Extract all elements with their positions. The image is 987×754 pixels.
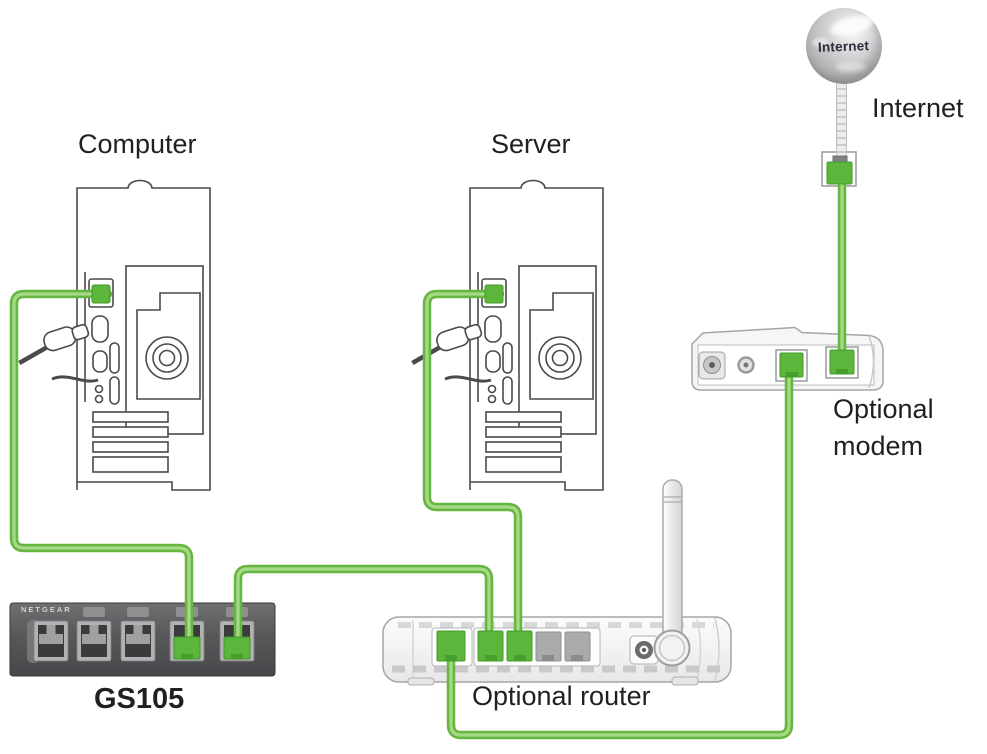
modem-label: Optional modem bbox=[833, 391, 973, 465]
globe-highlight-bottom bbox=[836, 62, 866, 72]
cables bbox=[9, 171, 847, 740]
internet-globe-icon: Internet bbox=[806, 8, 882, 84]
switch-port-2 bbox=[76, 620, 112, 662]
computer-ethernet-plug bbox=[91, 284, 111, 304]
modem-label-line2: modem bbox=[833, 431, 924, 461]
server-ethernet-plug bbox=[484, 284, 504, 304]
computer-tower bbox=[13, 181, 210, 491]
router-power-jack bbox=[629, 635, 659, 665]
router-lan-1-plug bbox=[477, 630, 504, 662]
switch-port-5-plug bbox=[223, 636, 251, 660]
cable-server-to-router bbox=[422, 289, 523, 639]
modem-power-jack bbox=[698, 351, 726, 380]
router-lan-port-4 bbox=[564, 631, 591, 662]
globe-stem bbox=[836, 82, 847, 156]
modem-reset-button bbox=[737, 356, 755, 374]
cable-router-to-modem bbox=[446, 371, 794, 740]
server-tower bbox=[406, 181, 603, 491]
server-label: Server bbox=[491, 129, 571, 159]
switch-port-4-plug bbox=[173, 636, 201, 660]
router-lan-2-plug bbox=[506, 630, 533, 662]
globe-highlight bbox=[828, 11, 876, 40]
globe-highlight-small bbox=[812, 38, 828, 47]
switch-port-3 bbox=[120, 620, 156, 662]
modem-lan-plug bbox=[779, 352, 804, 378]
router-antenna bbox=[653, 479, 691, 667]
cable-computer-to-switch bbox=[9, 289, 194, 646]
router-lan-port-3 bbox=[535, 631, 562, 662]
router-internet-plug bbox=[436, 630, 466, 662]
internet-label: Internet bbox=[872, 93, 964, 123]
cable-switch-to-router bbox=[233, 564, 494, 645]
green-plugs bbox=[91, 155, 855, 662]
switch-model-label: GS105 bbox=[94, 683, 185, 715]
internet-connector-plug bbox=[826, 155, 853, 185]
computer-label: Computer bbox=[78, 129, 197, 159]
router-label: Optional router bbox=[472, 681, 651, 711]
netgear-wordmark: NETGEAR bbox=[21, 605, 72, 614]
switch-port-1 bbox=[33, 620, 69, 662]
globe-label: Internet bbox=[818, 37, 870, 55]
modem-label-line1: Optional bbox=[833, 394, 934, 424]
modem-line-plug bbox=[829, 349, 855, 375]
